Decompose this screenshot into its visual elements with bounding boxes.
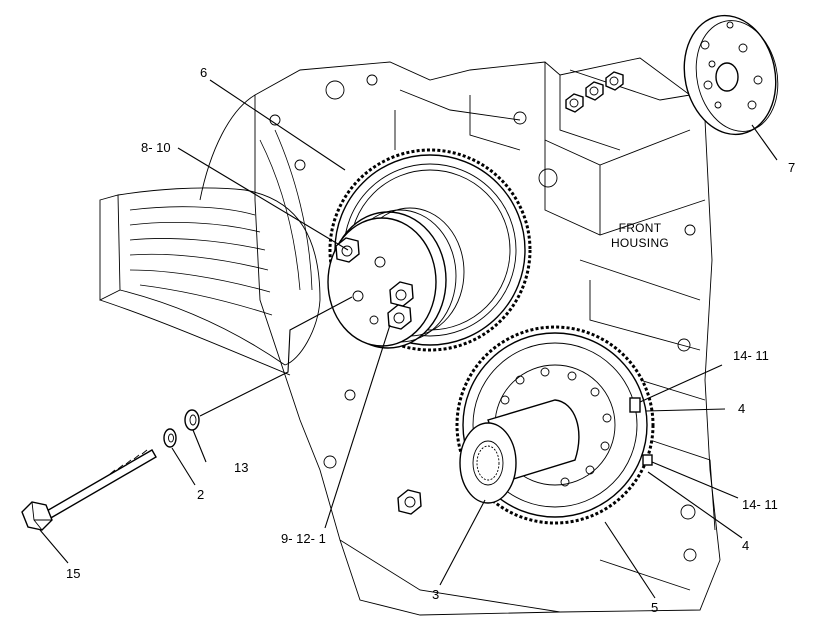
flywheel-housing-section [99,94,321,376]
plate-hole [738,43,748,53]
leader-3 [439,499,486,586]
leader-14-11-lower [651,461,739,499]
leader-4-lower [647,471,743,539]
callout-4-lower: 4 [742,538,749,553]
leader-4-upper [645,408,726,412]
gear-hole [500,395,510,405]
leader-8-10 [177,147,349,251]
callout-15: 15 [66,566,80,581]
leader-9-12-1 [324,324,391,529]
callout-2: 2 [197,487,204,502]
housing-hole [538,168,558,188]
plate-hole [708,60,716,68]
callout-8-10: 8- 10 [141,140,171,155]
hub-hole [352,290,364,302]
plate-hole [753,75,763,85]
hub-hole [369,315,379,325]
housing-hole [325,80,345,100]
gear-hole [585,465,595,475]
housing-hole [677,338,691,352]
housing-hole [513,111,527,125]
housing-hole [323,455,337,469]
shaft-3 [459,399,580,504]
washer-2 [163,428,177,448]
housing-bolt [605,71,624,91]
leader-6 [209,79,346,171]
gear-hole [590,387,600,397]
housing-hole [366,74,378,86]
housing-hole [344,389,356,401]
callout-13: 13 [234,460,248,475]
leader-5 [604,521,656,599]
leader-13-b [192,429,207,463]
callout-7: 7 [788,160,795,175]
front-housing-label-line2: HOUSING [611,236,669,250]
bolt-14-11-upper [629,397,641,413]
leader-lines [39,79,778,599]
engine-block [254,57,721,616]
plate-hole [726,21,734,29]
hub-hole [374,256,386,268]
callout-6: 6 [200,65,207,80]
leader-7 [751,124,778,161]
gear-hole [560,477,570,487]
callout-9-12-1: 9- 12- 1 [281,531,326,546]
bolt-14-11-lower [642,454,653,466]
plate-hole [703,80,713,90]
idler-hub-8-10 [327,207,465,349]
gear-hole [540,367,550,377]
cover-plate-7 [683,14,779,136]
housing-hole [684,224,696,236]
housing-hole [680,504,696,520]
callout-14-11-lower: 14- 11 [742,497,778,512]
callout-3: 3 [432,587,439,602]
gear-hole [602,413,612,423]
plate-hole [700,40,710,50]
housing-hole [683,548,697,562]
housing-hole [294,159,306,171]
housing-bolt [565,93,584,113]
gear-hole [567,371,577,381]
leader-2 [171,447,196,486]
bolt-15 [21,449,157,531]
housing-bolt [585,81,604,101]
front-housing-label-line1: FRONT [619,221,662,235]
leader-14-11-upper [639,364,723,403]
leader-13 [199,296,353,417]
callout-14-11-upper: 14- 11 [733,348,769,363]
callout-5: 5 [651,600,658,615]
leader-15 [39,529,69,564]
hub-bolt [387,304,412,330]
gear-hole [600,441,610,451]
plate-hole [714,101,722,109]
washer-13 [184,409,200,431]
hub-bolt [389,281,414,307]
plate-hole [747,100,757,110]
gear-hole [515,375,525,385]
callout-4-upper: 4 [738,401,745,416]
housing-bolt [397,489,422,515]
